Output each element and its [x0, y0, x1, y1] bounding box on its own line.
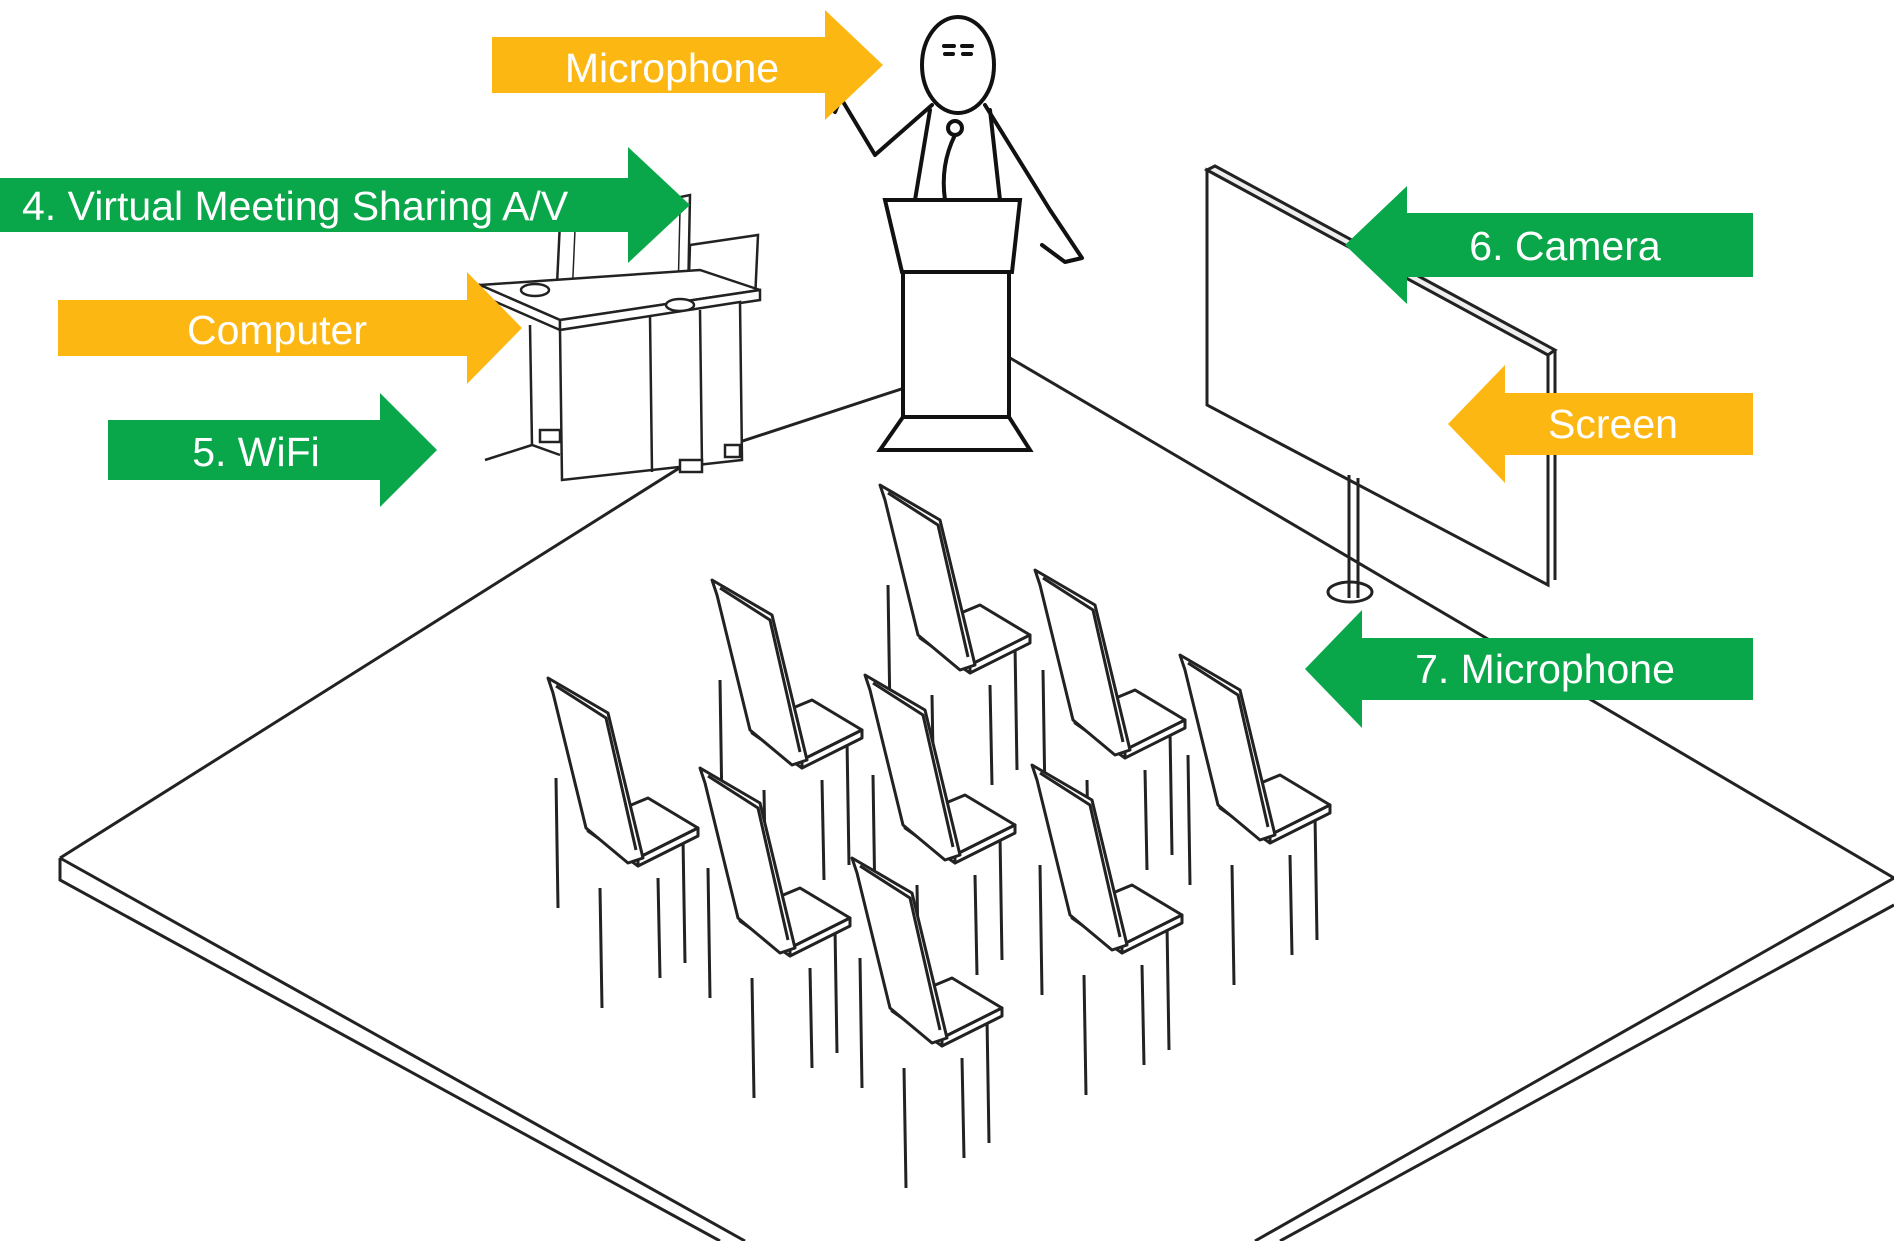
chair-icon: [850, 856, 1004, 1189]
arrow-camera-label: 6. Camera: [1469, 223, 1661, 269]
arrow-screen: Screen: [1448, 365, 1753, 483]
chair-icon: [710, 578, 864, 911]
arrow-room-microphone-label: 7. Microphone: [1415, 646, 1675, 692]
chair-group: [546, 483, 1332, 1189]
chair-icon: [1178, 653, 1332, 986]
arrow-podium-microphone: Microphone: [492, 10, 883, 120]
arrow-screen-label: Screen: [1548, 401, 1678, 447]
floor-platform: [58, 353, 1894, 1241]
arrow-virtual-meeting: 4. Virtual Meeting Sharing A/V: [0, 147, 690, 263]
chair-icon: [878, 483, 1032, 816]
podium-icon: [876, 198, 1034, 452]
presenter-figure-icon: [833, 15, 1084, 264]
arrow-virtual-meeting-label: 4. Virtual Meeting Sharing A/V: [22, 183, 569, 229]
computer-desk-icon: [478, 193, 762, 482]
chair-icon: [863, 673, 1017, 1006]
arrow-computer: Computer: [58, 272, 522, 384]
arrow-camera: 6. Camera: [1345, 186, 1753, 304]
arrow-room-microphone: 7. Microphone: [1305, 610, 1753, 728]
chair-icon: [698, 766, 852, 1099]
arrow-wifi: 5. WiFi: [108, 393, 437, 507]
chair-icon: [546, 676, 700, 1009]
arrow-podium-microphone-label: Microphone: [565, 45, 779, 91]
chair-icon: [1030, 763, 1184, 1096]
arrow-wifi-label: 5. WiFi: [192, 429, 320, 475]
arrow-computer-label: Computer: [187, 307, 367, 353]
